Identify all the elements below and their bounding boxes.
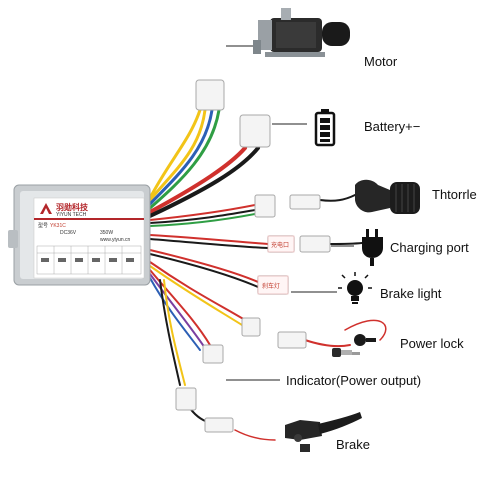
brake-connector-b [204,417,234,433]
brand-cn: 羽勋科技 [56,202,89,212]
leader-lines [226,45,354,381]
label-brake: Brake [336,437,370,452]
wire-bundle [148,108,387,441]
throttle-icon [355,179,420,214]
brand-en: YIYUN TECH [56,212,87,218]
key-lock-icon [332,334,376,357]
battery-icon [314,109,336,147]
voltage-value: DC36V [60,230,77,236]
light-bulb-icon [338,272,372,304]
plug-icon [362,229,383,266]
power-value: 350W [100,230,113,236]
charging-connector-b [299,235,331,253]
throttle-connector-a [254,194,276,218]
indicator-connector [202,344,224,364]
label-motor: Motor [364,54,398,69]
power-lock-connector-b [277,331,307,349]
battery-connector [239,114,271,148]
label-power-lock: Power lock [400,336,464,351]
connector-table [36,245,142,275]
website: www.yiyun.cn [100,237,131,243]
tag-charging: 充电口 [267,235,295,253]
motor-icon [253,8,350,57]
brake-lever-icon [285,412,362,452]
power-lock-connector-a [241,317,261,337]
brake-connector-a [175,387,197,411]
label-throttle: Thtorrle [432,187,477,202]
model-label: 型号 [38,222,48,229]
label-battery: Battery+− [364,119,420,134]
label-indicator: Indicator(Power output) [286,373,421,388]
tag-charging-text: 充电口 [271,241,289,249]
mount-tab [8,230,18,248]
motor-connector [195,79,225,111]
tag-brake-light: 刹车灯 [257,275,289,295]
label-charging-port: Charging port [390,240,469,255]
tag-brake-light-text: 刹车灯 [262,282,280,290]
throttle-connector-b [289,194,321,210]
label-brake-light: Brake light [380,286,442,301]
controller-box: 羽勋科技 YIYUN TECH 型号 YK31C DC36V 350W www.… [8,184,151,286]
model-value: YK31C [50,223,66,229]
controller-label [33,197,145,279]
